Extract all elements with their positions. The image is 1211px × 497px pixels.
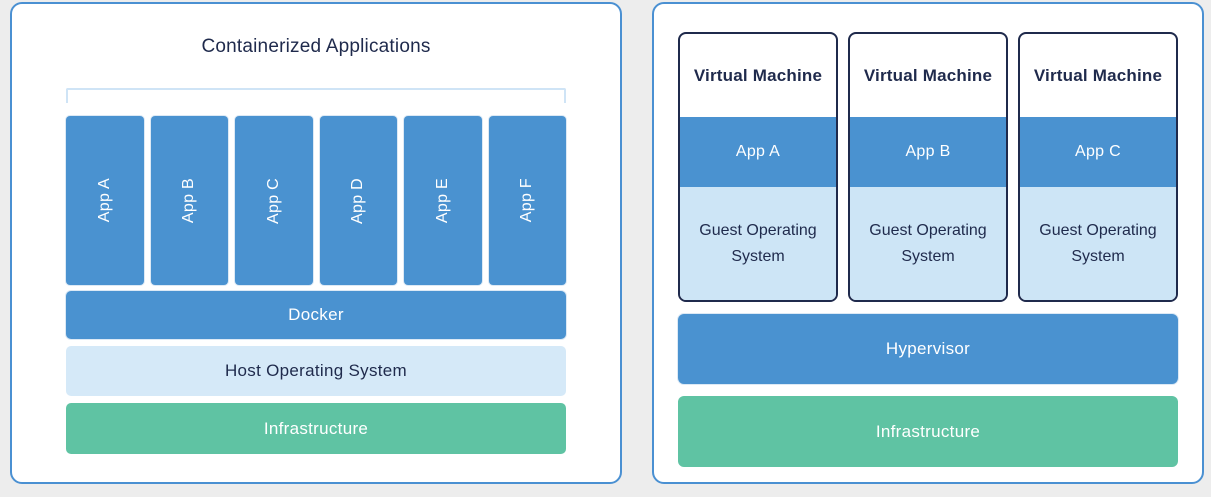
container-app-a: App A [66,116,144,285]
container-app-d-label: App D [349,177,367,224]
container-app-d: App D [319,116,397,285]
vm-2-guest-os: Guest Operating System [850,187,1006,300]
infrastructure-layer-right: Infrastructure [678,396,1178,467]
docker-layer: Docker [66,291,566,339]
infrastructure-layer-left: Infrastructure [66,403,566,454]
vm-1-title: Virtual Machine [693,65,823,85]
vm-3-guest-os: Guest Operating System [1020,187,1176,300]
hypervisor-layer: Hypervisor [678,314,1178,384]
container-app-b-label: App B [180,177,198,224]
container-app-f: App F [488,116,566,285]
container-app-c-label: App C [264,177,282,224]
containers-title: Containerized Applications [201,36,431,57]
vm-row: Virtual Machine App A Guest Operating Sy… [678,32,1178,302]
containers-panel: Containerized Applications App A App B A… [10,2,622,484]
vm-3-title: Virtual Machine [1033,65,1163,85]
vm-3-app: App C [1020,117,1176,187]
container-apps-row: App A App B App C App D App E App F [66,116,566,285]
apps-group-bracket [66,88,566,103]
virtual-machines-panel: Virtual Machine App A Guest Operating Sy… [652,2,1204,484]
container-app-a-label: App A [95,178,113,223]
vm-1-guest-os: Guest Operating System [680,187,836,300]
container-app-e: App E [404,116,482,285]
vm-2-title: Virtual Machine [863,65,993,85]
vm-1-app: App A [680,117,836,187]
vm-box-3: Virtual Machine App C Guest Operating Sy… [1018,32,1178,302]
host-os-layer: Host Operating System [66,346,566,396]
container-app-e-label: App E [433,177,451,224]
container-app-c: App C [235,116,313,285]
vm-2-app: App B [850,117,1006,187]
container-app-b: App B [150,116,228,285]
container-app-f-label: App F [518,178,536,223]
vm-box-2: Virtual Machine App B Guest Operating Sy… [848,32,1008,302]
vm-box-1: Virtual Machine App A Guest Operating Sy… [678,32,838,302]
